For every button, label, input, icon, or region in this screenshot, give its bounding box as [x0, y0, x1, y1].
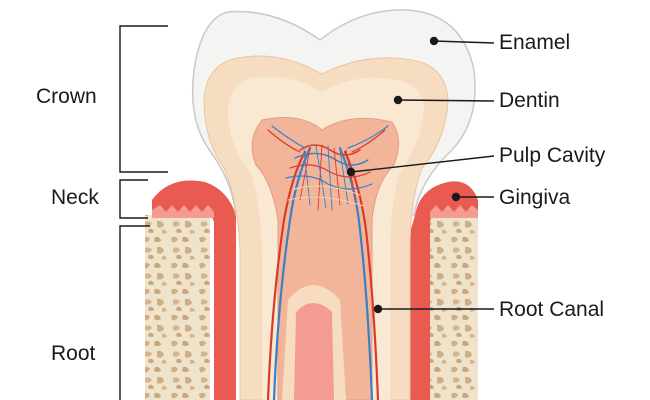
label-crown: Crown [36, 85, 97, 108]
label-dentin: Dentin [499, 89, 560, 112]
gingiva-left [152, 180, 236, 400]
artery-left [266, 150, 307, 400]
bone-left [145, 215, 210, 400]
vein-right [338, 146, 374, 400]
pulp-cavity-leader [350, 155, 495, 173]
leader-lines [346, 36, 495, 314]
gingiva-right-edge [430, 205, 478, 218]
region-brackets [119, 25, 168, 400]
enamel-leader [433, 40, 495, 44]
root-bracket [119, 225, 150, 400]
root-inner-canal [294, 303, 334, 400]
label-gingiva: Gingiva [499, 186, 571, 209]
crown-bracket [119, 25, 168, 173]
nerves-and-vessels [266, 125, 389, 400]
dentin-leader [397, 99, 495, 102]
gingiva-right [408, 181, 478, 400]
vein-left [272, 146, 312, 400]
label-root: Root [51, 342, 96, 365]
label-enamel: Enamel [499, 31, 571, 54]
gingiva [152, 180, 478, 400]
label-pulp-cavity: Pulp Cavity [499, 144, 606, 167]
artery-right [343, 150, 380, 400]
label-neck: Neck [51, 186, 99, 209]
label-root-canal: Root Canal [499, 298, 605, 321]
bone-right [430, 215, 478, 400]
neck-bracket [119, 179, 148, 219]
gingiva-left-edge [152, 205, 214, 218]
